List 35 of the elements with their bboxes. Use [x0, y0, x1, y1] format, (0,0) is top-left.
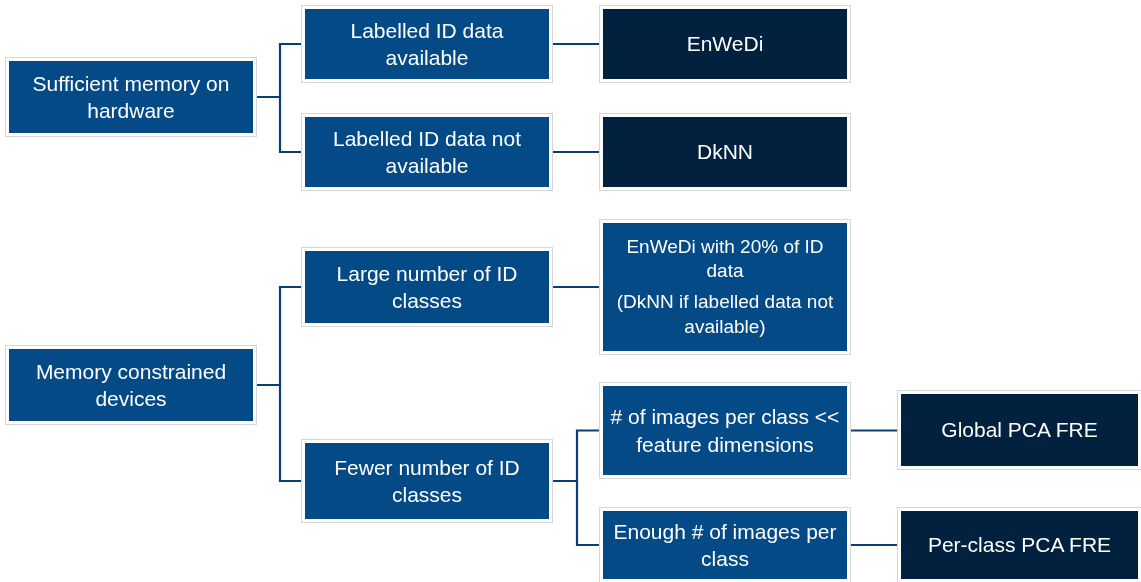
- box-label: DkNN: [697, 139, 753, 166]
- box-label: Fewer number of ID classes: [333, 454, 521, 508]
- box-label: Memory constrained devices: [34, 358, 228, 412]
- connector-line: [552, 479, 600, 547]
- decision-box: [6, 346, 256, 424]
- connector-line: [552, 42, 600, 46]
- box-label: Labelled ID data not available: [332, 125, 522, 179]
- box-label: Labelled ID data available: [349, 17, 505, 71]
- box-label: EnWeDi with 20% of ID data: [625, 234, 825, 284]
- decision-box: [600, 220, 850, 354]
- box-label: Enough # of images per class: [612, 518, 838, 572]
- result-box: [600, 6, 850, 82]
- connector-line: [256, 383, 302, 483]
- result-box: [898, 391, 1141, 469]
- decision-box: [600, 383, 850, 478]
- box-label: # of images per class << feature dimensions: [609, 404, 841, 458]
- decision-box: [600, 508, 850, 582]
- decision-box: [302, 114, 552, 190]
- box-label: Per-class PCA FRE: [927, 532, 1112, 559]
- box-label: Sufficient memory on hardware: [31, 70, 231, 124]
- connector-line: [850, 429, 898, 432]
- decision-box: [302, 248, 552, 326]
- box-label: Large number of ID classes: [335, 260, 519, 314]
- decision-box: [302, 6, 552, 82]
- box-label: Global PCA FRE: [941, 417, 1098, 444]
- result-box: [600, 114, 850, 190]
- connector-line: [552, 285, 600, 289]
- box-label: (DkNN if labelled data not available): [615, 290, 835, 339]
- connector-line: [850, 543, 898, 547]
- connector-line: [552, 150, 600, 154]
- box-label: EnWeDi: [686, 31, 764, 58]
- decision-box: [6, 58, 256, 136]
- result-box: [898, 508, 1141, 582]
- connector-line: [256, 95, 302, 154]
- decision-box: [302, 440, 552, 522]
